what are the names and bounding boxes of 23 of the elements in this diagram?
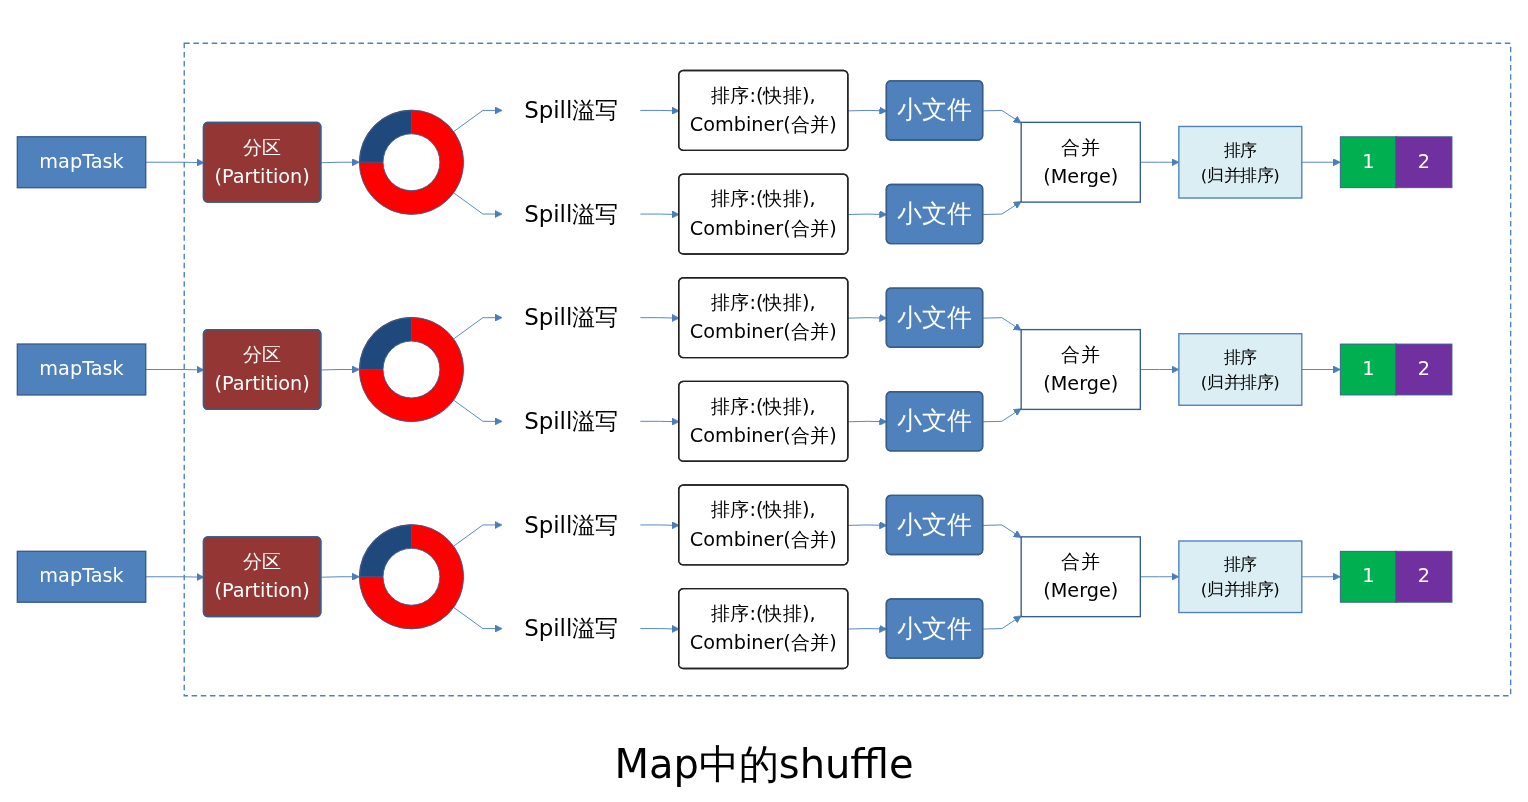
node-box: 2 bbox=[1395, 343, 1453, 396]
node-box: 排序 (归并排序) bbox=[1178, 125, 1303, 199]
node-box: 2 bbox=[1395, 136, 1453, 189]
node-box: 2 bbox=[1395, 550, 1453, 603]
node-box: 排序 (归并排序) bbox=[1178, 540, 1303, 614]
node-box: 1 bbox=[1339, 136, 1398, 189]
node-box: 合并 (Merge) bbox=[1020, 328, 1142, 411]
node-box: 合并 (Merge) bbox=[1020, 536, 1142, 618]
caption: Map中的shuffle bbox=[614, 740, 914, 789]
node-box: mapTask bbox=[16, 343, 147, 396]
node-box: mapTask bbox=[16, 136, 147, 189]
cluster bbox=[183, 42, 1512, 697]
node-box: 1 bbox=[1339, 550, 1398, 603]
node-text: Spill溢写 bbox=[524, 200, 619, 228]
node-box: 排序 (归并排序) bbox=[1178, 333, 1303, 406]
node-text: Spill溢写 bbox=[524, 407, 619, 435]
node-text: Spill溢写 bbox=[524, 304, 619, 331]
node-text: Spill溢写 bbox=[524, 96, 619, 124]
node-text: Spill溢写 bbox=[524, 615, 619, 642]
node-text: Spill溢写 bbox=[524, 511, 619, 539]
node-box: mapTask bbox=[16, 550, 147, 603]
node-box: 1 bbox=[1339, 343, 1398, 396]
node-box: 合并 (Merge) bbox=[1020, 121, 1142, 203]
